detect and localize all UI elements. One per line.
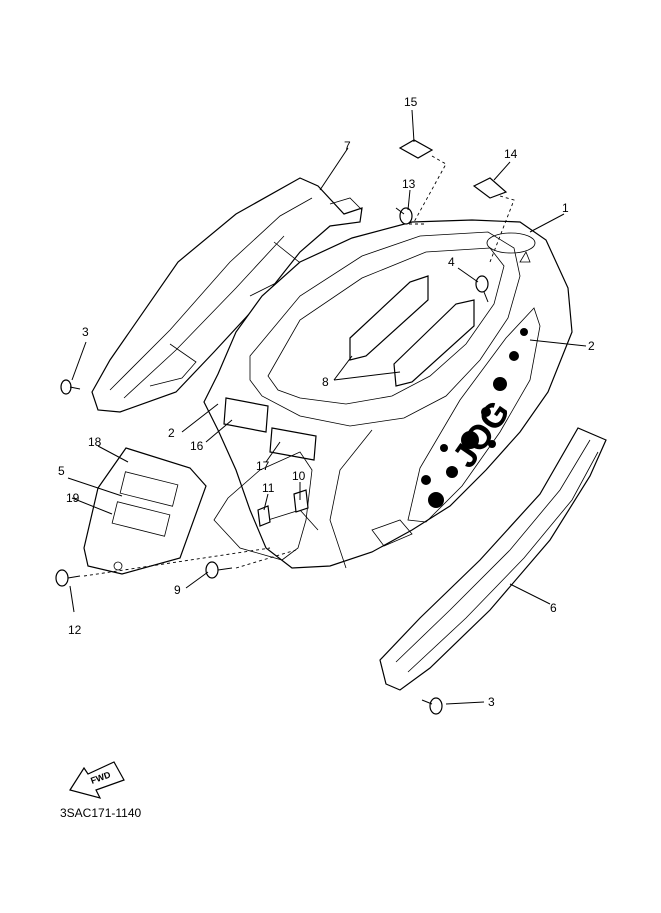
part-8-pads (349, 275, 475, 387)
callout-14: 14 (504, 147, 518, 161)
inner-bracket (213, 451, 313, 561)
callout-16: 16 (190, 439, 204, 453)
fastener-12 (55, 569, 81, 587)
part-5-panel (83, 447, 207, 575)
fastener-3-lower (421, 697, 443, 715)
fastener-3-upper (60, 379, 81, 395)
part-16-17-labels (223, 397, 317, 461)
fastener-4 (475, 275, 489, 303)
callout-17: 17 (256, 459, 270, 473)
callout-4: 4 (448, 255, 455, 269)
callout-3-lower: 3 (488, 695, 495, 709)
part-6-lower-rail (379, 427, 607, 691)
callout-10: 10 (292, 469, 306, 483)
callout-8: 8 (322, 375, 329, 389)
clip-14 (472, 177, 508, 199)
callout-6: 6 (550, 601, 557, 615)
callout-2-right: 2 (588, 339, 595, 353)
callout-1: 1 (562, 201, 569, 215)
callout-18: 18 (88, 435, 102, 449)
diagram-code: 3SAC171-1140 (60, 806, 141, 820)
clip-15 (398, 139, 434, 159)
callout-7: 7 (344, 139, 351, 153)
fastener-9 (205, 561, 233, 579)
callout-2-left: 2 (168, 426, 175, 440)
callout-19: 19 (66, 491, 80, 505)
fwd-arrow-icon: FWD (69, 761, 125, 799)
callout-3-upper: 3 (82, 325, 89, 339)
part-1-body-cover (203, 219, 573, 569)
callout-5: 5 (58, 464, 65, 478)
part-7-side-rail (91, 177, 363, 413)
callout-13: 13 (402, 177, 416, 191)
callout-12: 12 (68, 623, 82, 637)
leader-lines (67, 109, 587, 705)
callout-15: 15 (404, 95, 418, 109)
callout-11: 11 (262, 481, 275, 495)
fastener-13 (395, 207, 413, 225)
callout-9: 9 (174, 583, 181, 597)
